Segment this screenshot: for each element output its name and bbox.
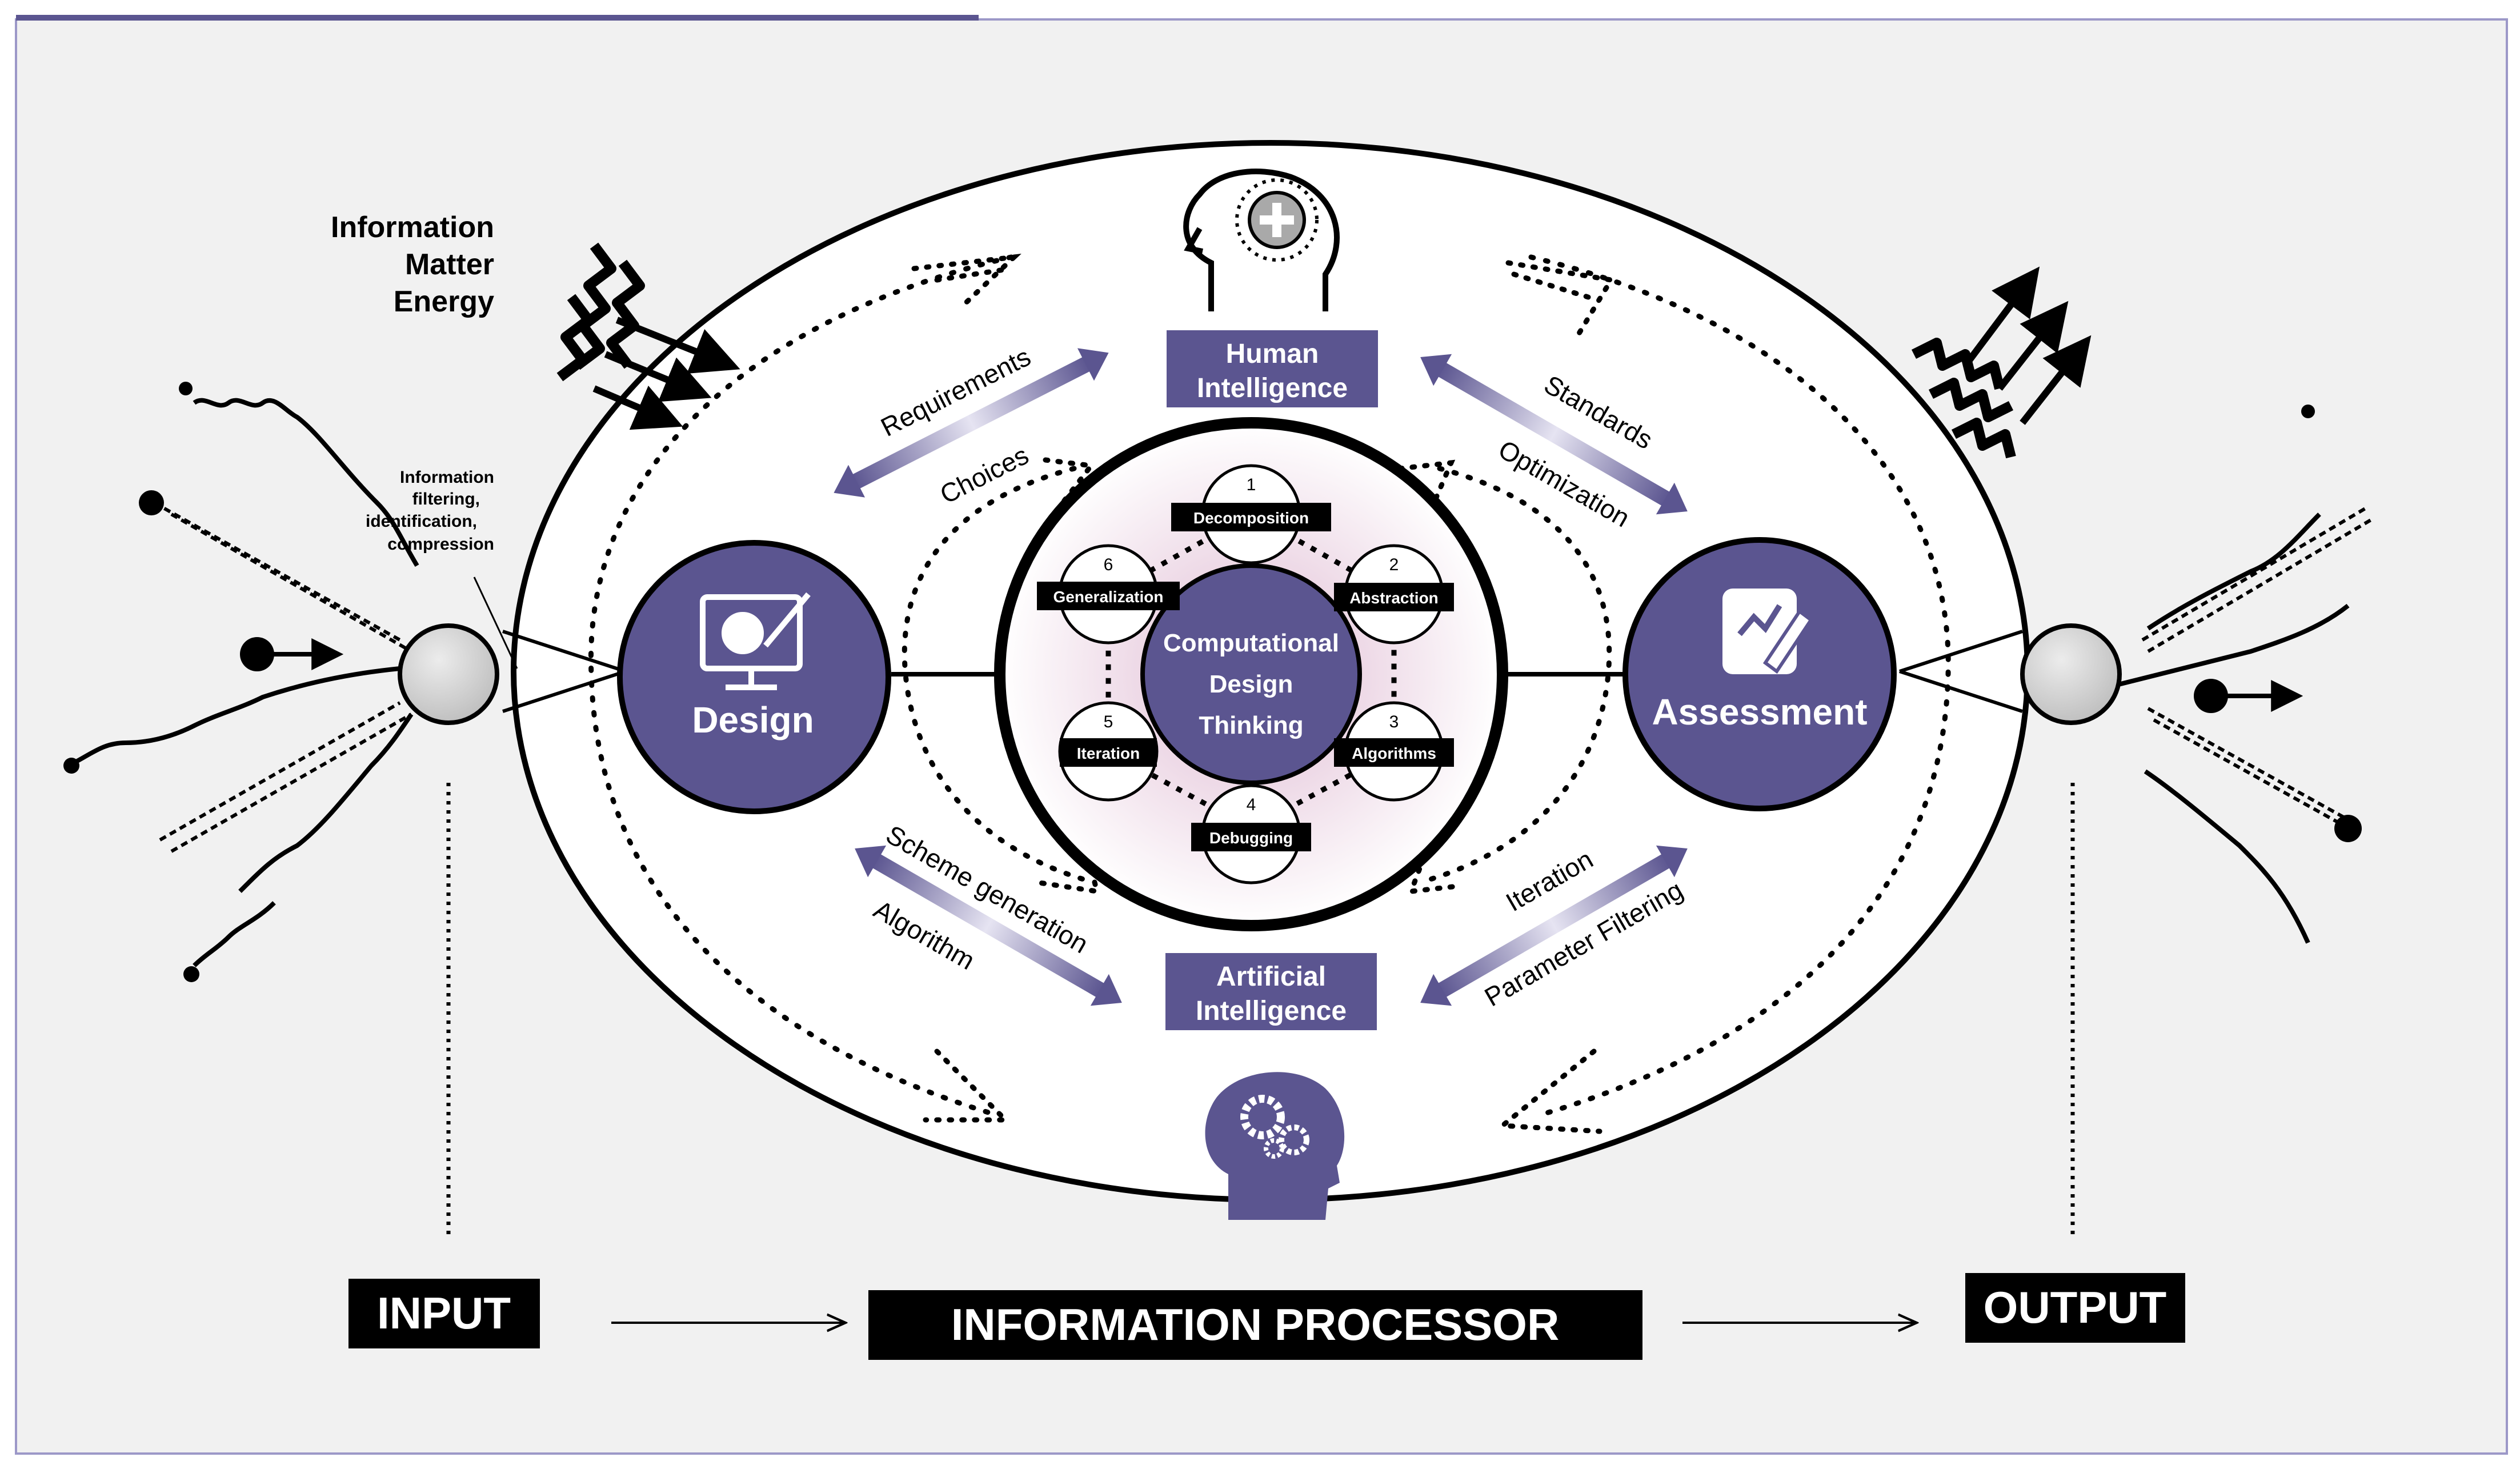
step-2-number: 2 — [1389, 555, 1399, 574]
step-1-number: 1 — [1247, 475, 1256, 494]
arrow-scheme — [855, 845, 1122, 1006]
input-dots — [63, 382, 2362, 982]
input-dashed-rays — [153, 501, 2372, 853]
filter-note-4: compression — [387, 535, 494, 554]
filter-note-1: Information — [400, 468, 494, 487]
top-label-energy: Energy — [394, 285, 494, 318]
output-ball — [2020, 623, 2122, 725]
step-1-label: Decomposition — [1193, 509, 1309, 527]
assessment-edit-icon — [1722, 589, 1814, 674]
output-squiggles — [1911, 266, 2092, 459]
step-6-number: 6 — [1104, 555, 1113, 574]
core-label-3: Thinking — [1199, 711, 1303, 739]
ai-head-gears-icon — [1205, 1072, 1345, 1220]
step-3-number: 3 — [1389, 713, 1399, 731]
output-box — [1965, 1273, 2185, 1343]
human-intelligence-box — [1167, 330, 1378, 407]
human-label-1: Human — [1226, 339, 1319, 369]
step-3: 3 Algorithms — [1334, 701, 1454, 802]
filter-note-2: filtering, — [412, 490, 480, 509]
design-node: Design — [617, 540, 891, 814]
filter-note-3: identification, — [366, 512, 477, 531]
step-4-number: 4 — [1247, 795, 1256, 814]
assessment-node: Assessment — [1622, 537, 1897, 811]
top-label-matter: Matter — [405, 248, 494, 281]
processor-label: INFORMATION PROCESSOR — [951, 1299, 1560, 1350]
output-label: OUTPUT — [1984, 1282, 2167, 1332]
ai-label-2: Intelligence — [1196, 996, 1347, 1026]
arrow-standards — [1420, 354, 1688, 515]
input-squiggles — [556, 242, 740, 430]
frame-accent — [16, 15, 979, 21]
step-2: 2 Abstraction — [1334, 544, 1454, 645]
dotted-arcs — [588, 254, 1951, 1117]
step-3-label: Algorithms — [1352, 744, 1436, 762]
assessment-label: Assessment — [1652, 691, 1867, 733]
input-label: INPUT — [377, 1288, 511, 1338]
arrow-requirements — [834, 348, 1109, 498]
human-label-2: Intelligence — [1197, 373, 1348, 403]
design-label: Design — [692, 699, 814, 740]
processor-box — [868, 1290, 1642, 1360]
step-5-number: 5 — [1104, 713, 1113, 731]
core-label-1: Computational — [1163, 629, 1339, 657]
filter-note-pointer — [473, 577, 518, 669]
step-6: 6 Generalization — [1037, 544, 1180, 645]
step-5: 5 Iteration — [1058, 701, 1159, 802]
human-head-plus-icon — [1183, 169, 1340, 311]
input-funnel — [502, 630, 2023, 713]
step-1: 1 Decomposition — [1171, 464, 1331, 565]
arrow-iteration — [1420, 845, 1688, 1006]
step-5-label: Iteration — [1077, 744, 1140, 762]
step-2-label: Abstraction — [1349, 589, 1439, 607]
core-circle — [1140, 563, 1362, 785]
core-label-2: Design — [1209, 670, 1293, 698]
step-6-label: Generalization — [1053, 588, 1164, 606]
top-label-information: Information — [331, 211, 494, 244]
ai-box — [1165, 953, 1377, 1030]
input-box — [348, 1279, 540, 1348]
ai-label-1: Artificial — [1216, 962, 1326, 992]
input-rays — [67, 398, 2350, 967]
design-monitor-icon — [700, 592, 811, 690]
input-ball — [398, 623, 499, 725]
step-4-label: Debugging — [1209, 829, 1293, 847]
step-4: 4 Debugging — [1191, 784, 1311, 884]
